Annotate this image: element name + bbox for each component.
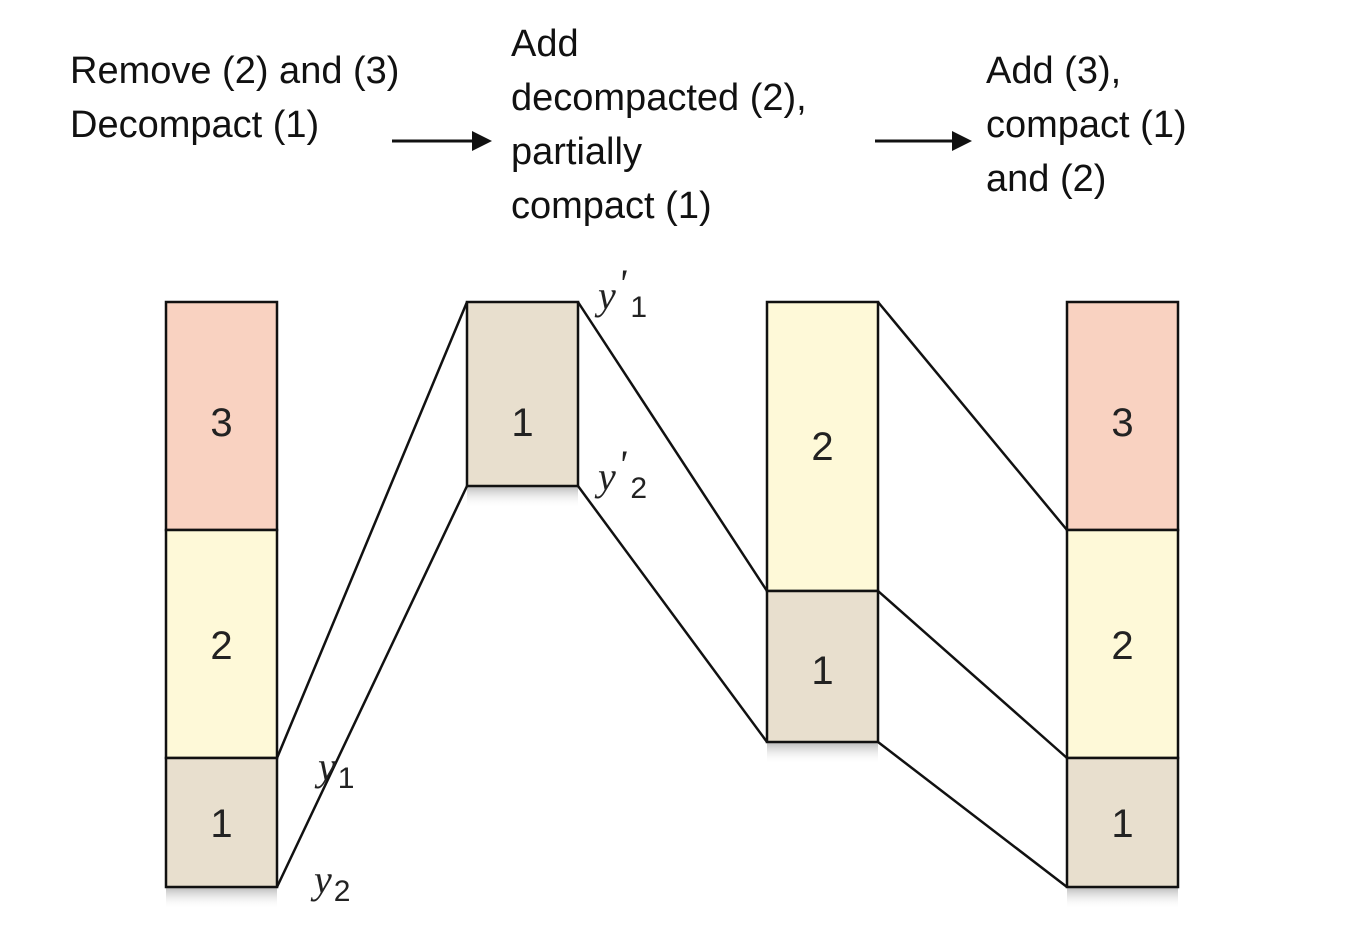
connector-col3-top bbox=[877, 301, 1068, 531]
column-3-shadow bbox=[767, 742, 878, 764]
column-2-shadow bbox=[467, 486, 578, 508]
step-1-line-2: Decompact (1) bbox=[70, 104, 320, 146]
arrow-step-1-to-2 bbox=[392, 131, 492, 151]
connector-y2p-to-col3 bbox=[576, 485, 769, 743]
column-3-segment-2-label: 2 bbox=[811, 425, 833, 469]
column-3-segment-1-label: 1 bbox=[811, 649, 833, 693]
column-2-segment-1-label: 1 bbox=[511, 401, 533, 445]
column-3: 2 1 bbox=[765, 300, 880, 744]
step-2-text: Add decompacted (2), partially compact (… bbox=[511, 17, 807, 233]
marker-y1-base: y bbox=[314, 744, 336, 789]
step-1-line-1: Remove (2) and (3) bbox=[70, 50, 400, 92]
step-3-line-3: and (2) bbox=[986, 158, 1107, 200]
marker-y1-prime: y'1 bbox=[594, 261, 647, 324]
step-3-text: Add (3), compact (1) and (2) bbox=[986, 44, 1187, 206]
marker-y2-prime-base: y bbox=[594, 454, 616, 499]
step-3-line-2: compact (1) bbox=[986, 104, 1187, 146]
arrow-step-2-to-3 bbox=[875, 131, 972, 151]
column-4: 3 2 1 bbox=[1065, 300, 1180, 889]
column-1-shadow bbox=[166, 887, 277, 909]
step-2-line-4: compact (1) bbox=[511, 185, 712, 227]
connector-y1p-to-col3 bbox=[576, 301, 769, 592]
step-2-line-1: Add bbox=[511, 23, 579, 65]
column-4-segment-3 bbox=[1065, 300, 1180, 532]
step-2-line-3: partially bbox=[511, 131, 642, 173]
marker-y1-prime-tick: ' bbox=[618, 261, 628, 306]
connector-col3-mid bbox=[877, 590, 1068, 759]
marker-y1-prime-base: y bbox=[594, 273, 616, 318]
column-1-segment-1-label: 1 bbox=[210, 802, 232, 846]
connector-y1-to-y1p bbox=[275, 301, 469, 759]
marker-y2-prime-tick: ' bbox=[618, 442, 628, 487]
column-1-segment-2 bbox=[164, 528, 279, 760]
step-3-line-1: Add (3), bbox=[986, 50, 1122, 92]
column-4-segment-2-label: 2 bbox=[1111, 624, 1133, 668]
connector-y2-to-y2p bbox=[275, 485, 469, 888]
marker-y1: y1 bbox=[314, 744, 354, 795]
marker-y2: y2 bbox=[310, 857, 350, 908]
column-1-segment-1 bbox=[164, 756, 279, 889]
connector-lines bbox=[275, 301, 1068, 888]
marker-y2-base: y bbox=[310, 857, 332, 902]
column-4-segment-3-label: 3 bbox=[1111, 401, 1133, 445]
step-1-text: Remove (2) and (3) Decompact (1) bbox=[70, 44, 399, 152]
step-2-line-2: decompacted (2), bbox=[511, 77, 807, 119]
column-4-segment-1 bbox=[1065, 756, 1180, 889]
column-4-segment-1-label: 1 bbox=[1111, 802, 1133, 846]
connector-col3-bottom bbox=[877, 741, 1068, 888]
marker-y2-prime-sub: 2 bbox=[630, 472, 647, 505]
marker-y2-sub: 2 bbox=[334, 875, 351, 908]
marker-y1-prime-sub: 1 bbox=[630, 291, 647, 324]
marker-y1-sub: 1 bbox=[338, 762, 355, 795]
column-1-segment-3 bbox=[164, 300, 279, 532]
column-1-segment-3-label: 3 bbox=[210, 401, 232, 445]
column-1-segment-2-label: 2 bbox=[210, 624, 232, 668]
column-3-segment-1 bbox=[765, 589, 880, 744]
column-2: 1 bbox=[465, 300, 580, 488]
column-4-shadow bbox=[1067, 887, 1178, 909]
marker-y2-prime: y'2 bbox=[594, 442, 647, 505]
column-2-segment-1 bbox=[465, 300, 580, 488]
column-3-segment-2 bbox=[765, 300, 880, 593]
column-1: 3 2 1 bbox=[164, 300, 279, 889]
